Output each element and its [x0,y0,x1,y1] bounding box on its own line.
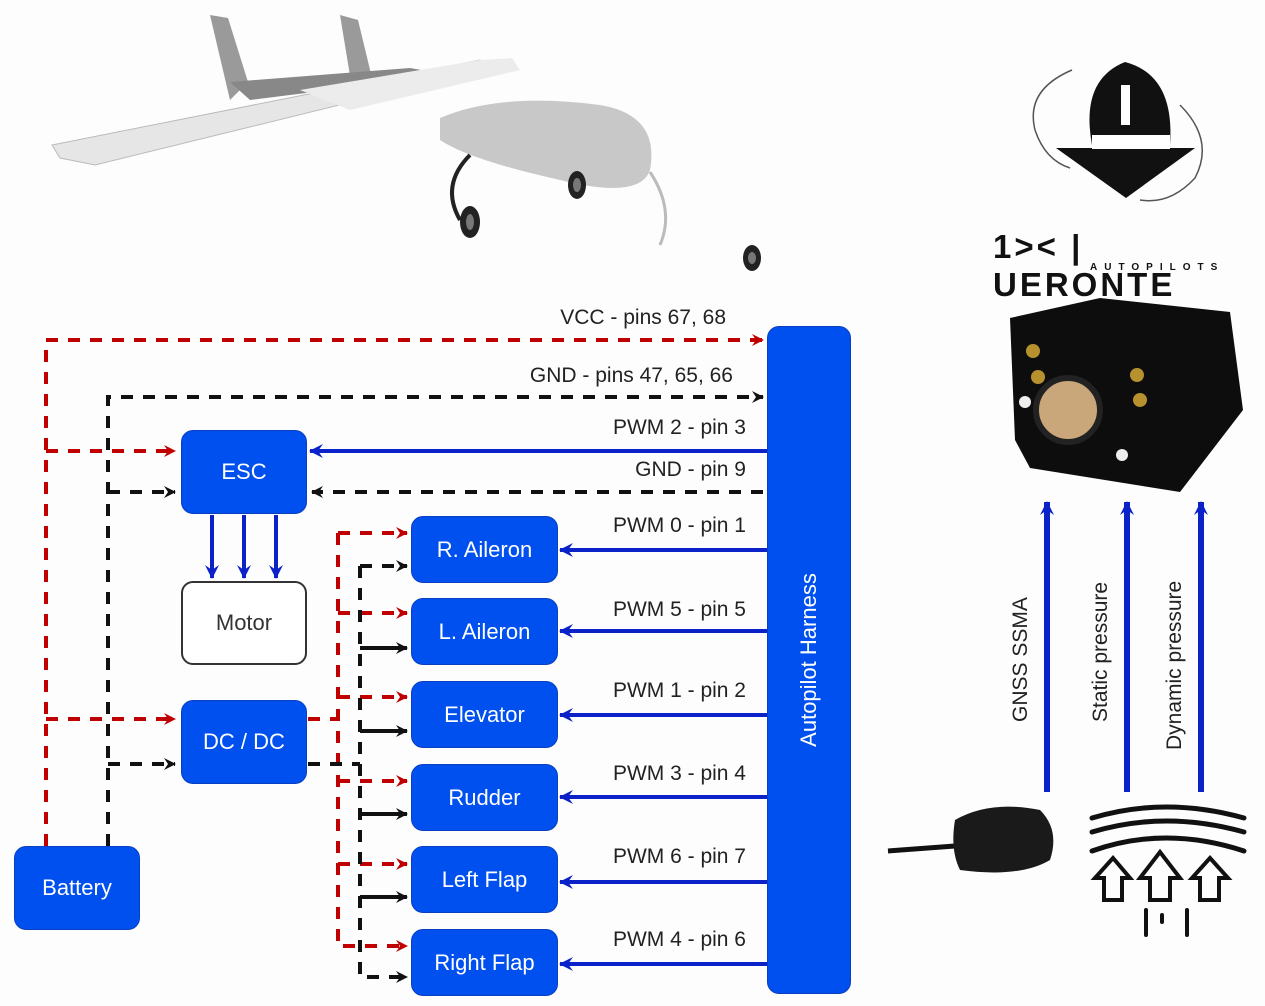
gnd-main-label: GND - pins 47, 65, 66 [529,364,733,387]
autopilot-harness-block[interactable]: Autopilot Harness [767,326,851,994]
servo-rudder[interactable]: Rudder [411,764,558,831]
ground-taps [360,642,408,903]
battery-block[interactable]: Battery [14,846,140,930]
pressure-icon [1089,804,1247,937]
gnss-antenna-image [887,806,1054,873]
servo-pwm-label: PWM 0 - pin 1 [612,514,746,537]
servo-pwm-label: PWM 3 - pin 4 [612,762,746,785]
servo-pwm-label: PWM 6 - pin 7 [612,845,746,868]
servo-pwm-label: PWM 1 - pin 2 [612,679,746,702]
servo-left-flap[interactable]: Left Flap [411,846,558,913]
esc-gnd-label: GND - pin 9 [635,458,746,481]
brand-name: 1>< | UERONTE [993,228,1176,303]
gnss-label: GNSS SSMA [1009,597,1032,722]
uav-image [51,15,761,271]
motor-block[interactable]: Motor [181,581,307,665]
static-pressure-label: Static pressure [1089,581,1112,722]
servo-elevator[interactable]: Elevator [411,681,558,748]
servo-l-aileron[interactable]: L. Aileron [411,598,558,665]
servo-pwm-label: PWM 4 - pin 6 [612,928,746,951]
esc-pwm-label: PWM 2 - pin 3 [612,416,746,439]
veronte-logo-icon [1032,62,1203,202]
harness-label: Autopilot Harness [796,573,821,747]
autopilot-device-image [1010,298,1243,492]
servo-right-flap[interactable]: Right Flap [411,929,558,996]
vcc-label: VCC - pins 67, 68 [560,306,726,329]
esc-block[interactable]: ESC [181,430,307,514]
dynamic-pressure-label: Dynamic pressure [1163,580,1186,750]
ground-lines [106,391,764,983]
power-lines [44,334,764,952]
brand-subtitle: AUTOPILOTS [1090,262,1225,273]
servo-r-aileron[interactable]: R. Aileron [411,516,558,583]
servo-pwm-label: PWM 5 - pin 5 [612,598,746,621]
signal-lines [205,444,1208,971]
dcdc-block[interactable]: DC / DC [181,700,307,784]
